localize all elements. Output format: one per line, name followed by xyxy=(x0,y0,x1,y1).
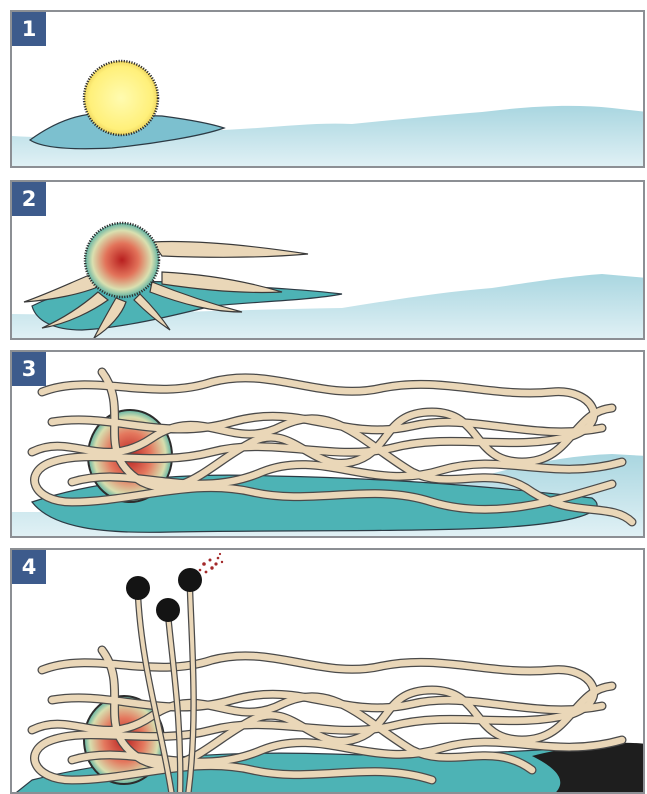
stage-4-illustration xyxy=(12,550,645,794)
stage-3-illustration xyxy=(12,352,645,538)
hyphal-network xyxy=(32,372,632,522)
stage-1-illustration xyxy=(12,12,645,168)
released-spores xyxy=(199,553,224,574)
spore xyxy=(84,61,158,135)
stage-3-number: 3 xyxy=(12,352,46,386)
germinating-spore xyxy=(85,223,159,297)
stage-2-illustration xyxy=(12,182,645,340)
stage-2-panel: 2 xyxy=(10,180,645,340)
sporangium xyxy=(126,576,150,600)
stage-1-number: 1 xyxy=(12,12,46,46)
sporangium xyxy=(156,598,180,622)
stage-4-panel: 4 xyxy=(10,548,645,794)
sporangium xyxy=(178,568,202,592)
stage-3-panel: 3 xyxy=(10,350,645,538)
stage-1-panel: 1 xyxy=(10,10,645,168)
stage-4-number: 4 xyxy=(12,550,46,584)
stage-2-number: 2 xyxy=(12,182,46,216)
